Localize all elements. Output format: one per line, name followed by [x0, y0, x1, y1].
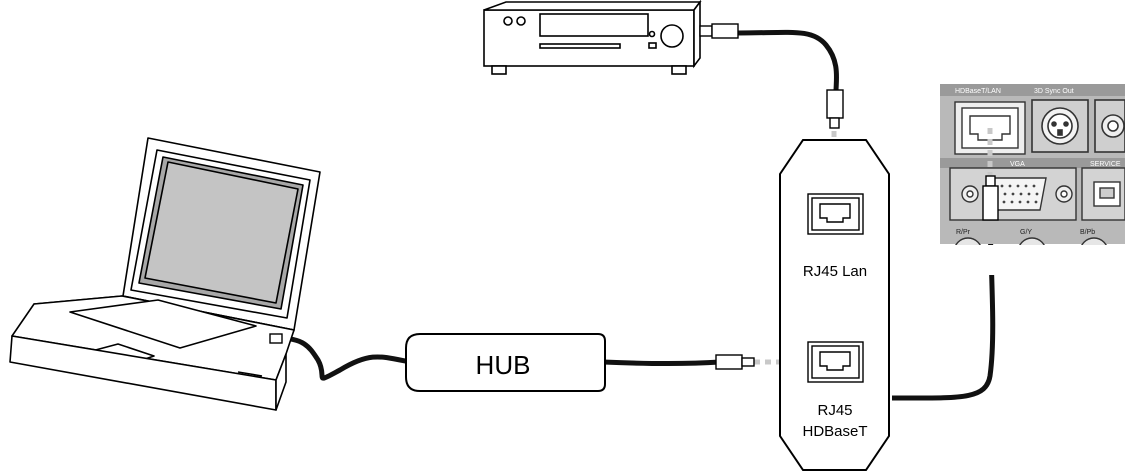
projector-cable [891, 224, 996, 401]
service-label: SERVICE [1090, 161, 1121, 168]
sync-out-port-icon [1031, 99, 1089, 153]
rj45-plug-icon-hdbaset [715, 354, 755, 370]
hub-transmitter-cable [602, 359, 721, 366]
laptop-port [269, 333, 283, 344]
vga-label: VGA [1010, 161, 1025, 168]
service-port-icon [1081, 167, 1125, 221]
projector-io-panel: HDBaseT/LAN 3D Sync Out VGA SERVICE [940, 84, 1125, 275]
hdbaset-transmitter: RJ45 Lan RJ45 HDBaseT [779, 139, 890, 471]
vga-port-icon [949, 167, 1077, 221]
player-cable [737, 29, 840, 93]
hub-label: HUB [476, 350, 531, 380]
hdbaset-port-icon [807, 341, 864, 383]
laptop-icon [9, 137, 321, 411]
partial-port-icon [1094, 99, 1125, 153]
lan-port-label: RJ45 Lan [803, 263, 867, 280]
hdbaset-port-label-line1: RJ45 [817, 402, 852, 419]
sync-out-label: 3D Sync Out [1034, 88, 1074, 95]
lan-port-icon [807, 193, 864, 235]
bpb-label: B/Pb [1080, 229, 1095, 236]
hdbaset-lan-label: HDBaseT/LAN [955, 88, 1001, 95]
hub-device: HUB [405, 333, 606, 392]
gy-label: G/Y [1020, 229, 1032, 236]
rj45-plug-icon-lan [826, 89, 844, 129]
rj45-plug-icon-projector [982, 175, 999, 221]
rpr-label: R/Pr [956, 229, 971, 236]
hdbaset-port-label-line2: HDBaseT [802, 423, 867, 440]
media-player-icon [483, 0, 702, 75]
laptop-hub-cable [275, 335, 413, 381]
rj45-plug-icon-player [699, 23, 739, 39]
